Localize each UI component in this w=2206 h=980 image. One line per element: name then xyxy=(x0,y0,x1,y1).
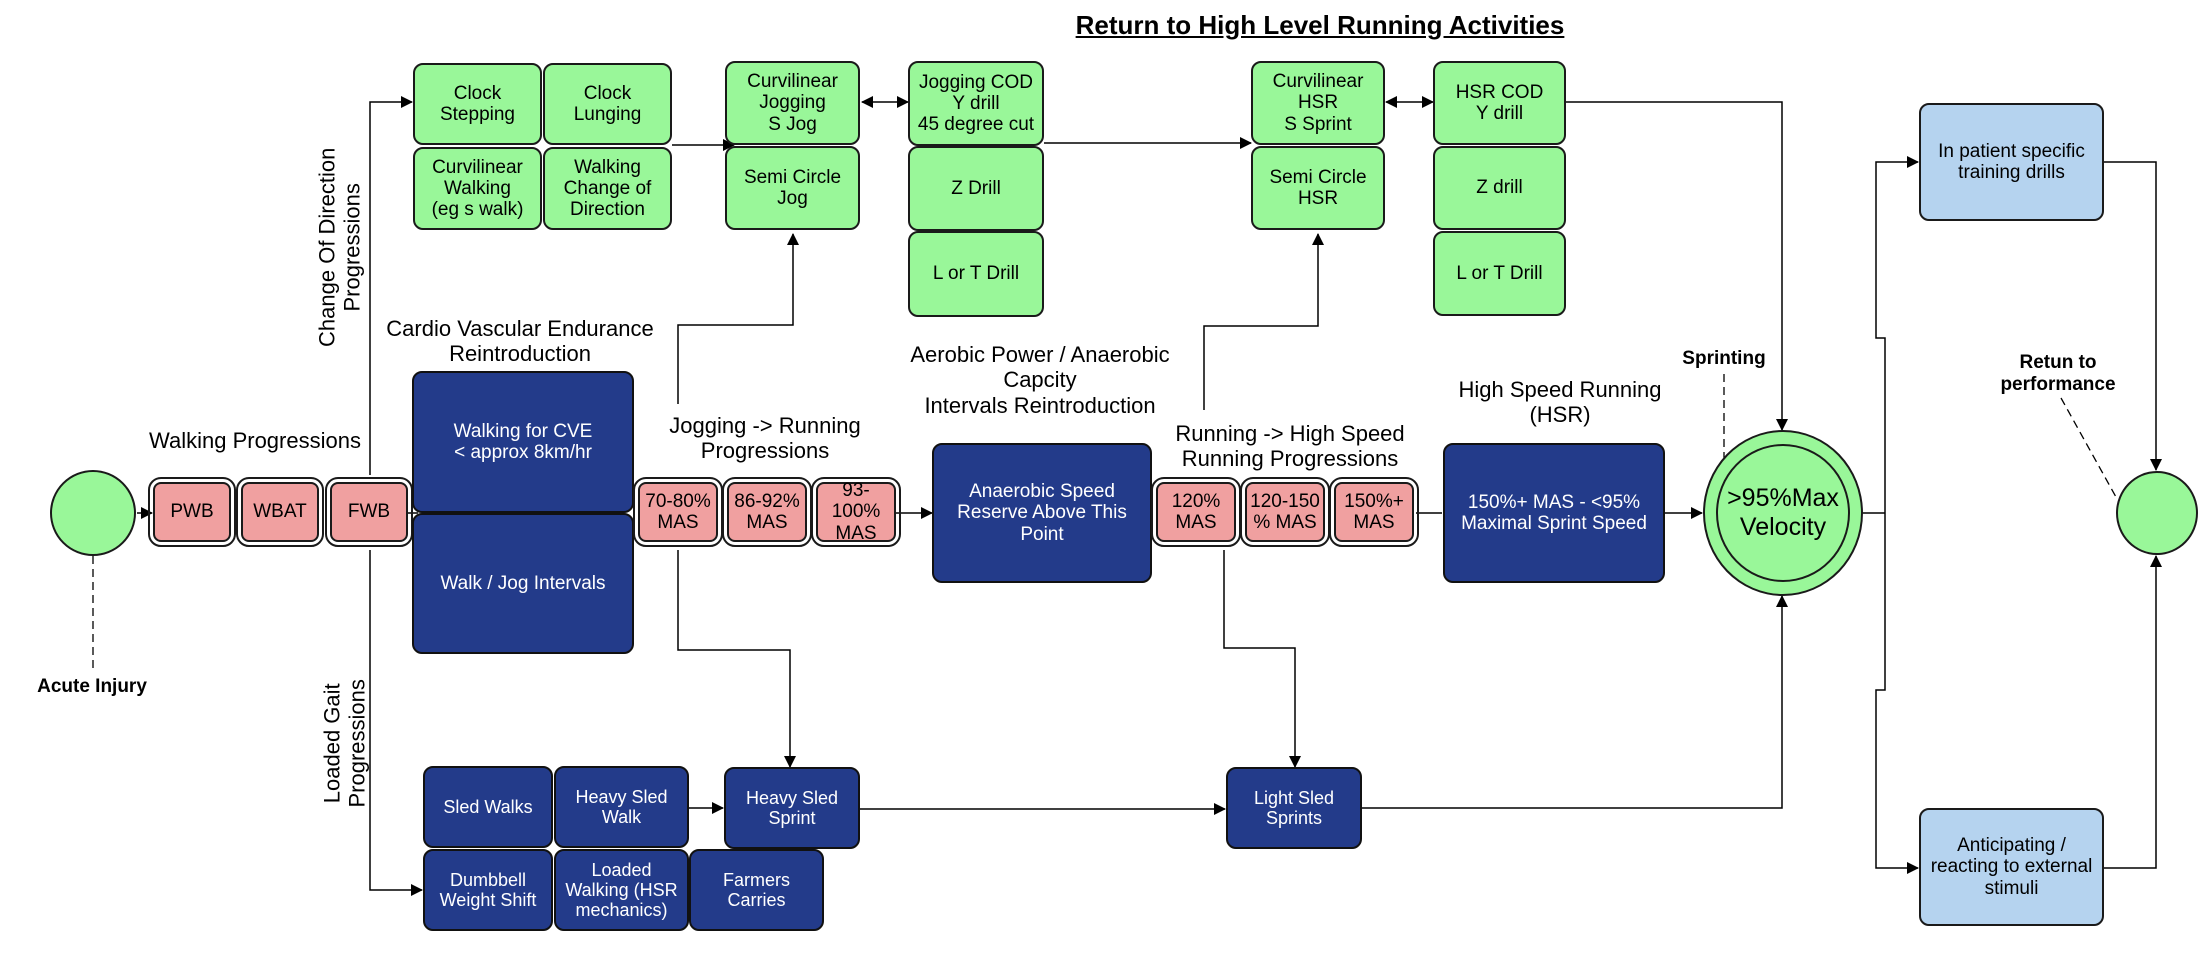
acute-injury-label: Acute Injury xyxy=(37,676,147,697)
running-hsr-label: Running -> High Speed Running Progressio… xyxy=(1175,421,1405,472)
clock-lunging-box: Clock Lunging xyxy=(543,63,672,145)
anticipating-reacting-box: Anticipating / reacting to external stim… xyxy=(1919,808,2104,926)
loaded-walking-box: Loaded Walking (HSR mechanics) xyxy=(554,849,689,931)
loaded-gait-label: Loaded Gait Progressions xyxy=(319,679,370,808)
mas-86-92-box: 86-92% MAS xyxy=(722,477,812,547)
light-sled-sprints-box: Light Sled Sprints xyxy=(1226,767,1362,849)
change-of-direction-label: Change Of Direction Progressions xyxy=(314,147,365,347)
curvilinear-jogging-box: Curvilinear Jogging S Jog xyxy=(725,61,860,145)
dumbbell-weight-shift-box: Dumbbell Weight Shift xyxy=(423,849,553,931)
patient-specific-drills-box: In patient specific training drills xyxy=(1919,103,2104,221)
semi-circle-jog-box: Semi Circle Jog xyxy=(725,146,860,230)
return-to-performance-node xyxy=(2116,471,2198,555)
hsr-l-or-t-drill-box: L or T Drill xyxy=(1433,231,1566,316)
hsr-label: High Speed Running (HSR) xyxy=(1458,377,1662,428)
walking-progressions-label: Walking Progressions xyxy=(149,428,361,453)
max-velocity-label: >95%Max Velocity xyxy=(1727,484,1839,541)
diagram-title: Return to High Level Running Activities xyxy=(1075,10,1565,40)
walking-change-direction-box: Walking Change of Direction xyxy=(543,147,672,230)
return-to-performance-label: Retun to performance xyxy=(2000,352,2116,395)
hsr-cod-y-drill-box: HSR COD Y drill xyxy=(1433,61,1566,145)
mas-120-150-box: 120-150 % MAS xyxy=(1240,477,1330,547)
jog-l-or-t-drill-box: L or T Drill xyxy=(908,231,1044,317)
mas-70-80-box: 70-80% MAS xyxy=(633,477,723,547)
anaerobic-speed-box: Anaerobic Speed Reserve Above This Point xyxy=(932,443,1152,583)
mas-150-plus-box: 150%+ MAS xyxy=(1329,477,1419,547)
heavy-sled-sprint-box: Heavy Sled Sprint xyxy=(724,767,860,849)
sprinting-label: Sprinting xyxy=(1682,348,1766,369)
pwb-box: PWB xyxy=(148,477,236,547)
walking-cve-box: Walking for CVE < approx 8km/hr xyxy=(412,371,634,513)
curvilinear-walking-box: Curvilinear Walking (eg s walk) xyxy=(413,147,542,230)
start-node xyxy=(50,470,136,556)
heavy-sled-walk-box: Heavy Sled Walk xyxy=(554,766,689,848)
sled-walks-box: Sled Walks xyxy=(423,766,553,848)
aerobic-power-label: Aerobic Power / Anaerobic Capcity Interv… xyxy=(910,342,1170,418)
max-velocity-inner-ring xyxy=(1716,444,1850,582)
fwb-box: FWB xyxy=(325,477,413,547)
hsr-z-drill-box: Z drill xyxy=(1433,146,1566,230)
walk-jog-intervals-box: Walk / Jog Intervals xyxy=(412,513,634,654)
semi-circle-hsr-box: Semi Circle HSR xyxy=(1251,146,1385,230)
clock-stepping-box: Clock Stepping xyxy=(413,63,542,145)
cve-reintroduction-label: Cardio Vascular Endurance Reintroduction xyxy=(386,316,654,367)
jogging-running-label: Jogging -> Running Progressions xyxy=(669,413,861,464)
jog-z-drill-box: Z Drill xyxy=(908,146,1044,231)
mas-93-100-box: 93-100% MAS xyxy=(811,477,901,547)
wbat-box: WBAT xyxy=(236,477,324,547)
jogging-cod-y-drill-box: Jogging COD Y drill 45 degree cut xyxy=(908,61,1044,146)
curvilinear-hsr-box: Curvilinear HSR S Sprint xyxy=(1251,61,1385,145)
hsr-speed-box: 150%+ MAS - <95% Maximal Sprint Speed xyxy=(1443,443,1665,583)
mas-120-box: 120% MAS xyxy=(1151,477,1241,547)
farmers-carries-box: Farmers Carries xyxy=(689,849,824,931)
